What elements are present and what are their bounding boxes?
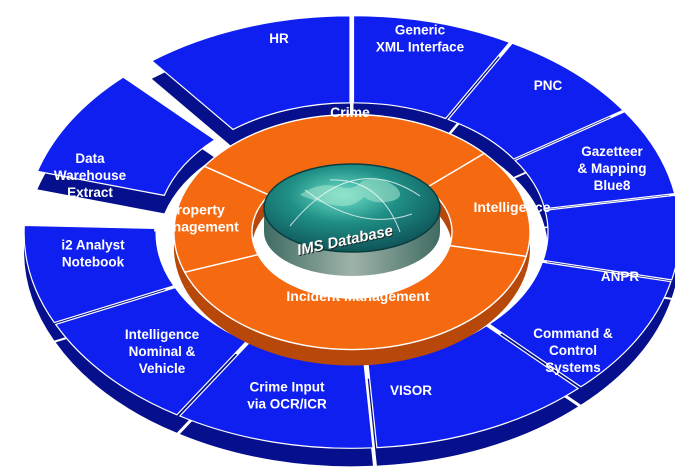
outer-segment-i2-analyst <box>23 224 175 324</box>
ims-database-core: IMS Database IMS Database <box>263 163 441 276</box>
inner-segment-incident-management <box>183 244 528 351</box>
inner-label-intelligence: Intelligence <box>473 199 550 215</box>
outer-segment-command-control <box>488 261 672 388</box>
outer-segment-intelligence-nominal <box>54 286 248 416</box>
outer-segment-pnc <box>447 42 625 160</box>
inner-segment-property-management <box>173 165 271 274</box>
inner-label-crime: Crime <box>330 104 370 120</box>
outer-label-visor: VISOR <box>390 383 432 398</box>
globe-icon <box>263 163 441 253</box>
outer-segment-data-warehouse <box>36 76 216 197</box>
outer-segment-hr <box>150 15 351 131</box>
outer-segment-anpr <box>542 194 675 281</box>
outer-label-anpr: ANPR <box>601 269 640 284</box>
network-arcs <box>289 178 421 233</box>
outer-label-pnc: PNC <box>534 78 563 93</box>
inner-label-incident-management: Incident Management <box>286 288 429 304</box>
globe-continents <box>300 179 401 206</box>
inner-ring <box>173 113 531 351</box>
outer-label-hr: HR <box>269 31 289 46</box>
outer-segment-generic-xml-interface <box>352 15 511 120</box>
